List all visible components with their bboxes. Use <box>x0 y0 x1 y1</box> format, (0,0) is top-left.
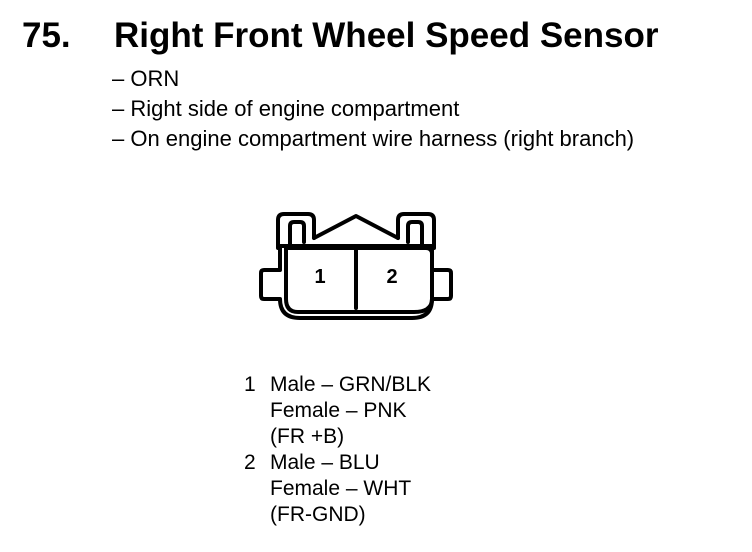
pin-2-label: 2 <box>386 266 397 288</box>
pin-2-female-wire: Female – WHT <box>270 477 412 500</box>
right-lock-tab-inner <box>406 220 424 250</box>
right-lock-tab <box>396 212 436 250</box>
pin-1-assignment: 1 Male – GRN/BLK Female – PNK (FR +B) <box>244 372 431 450</box>
harness-location: – On engine compartment wire harness (ri… <box>112 126 635 151</box>
pin-2-number: 2 <box>244 451 256 474</box>
pin-1-function: (FR +B) <box>270 425 345 448</box>
pin-assignment-list: 1 Male – GRN/BLK Female – PNK (FR +B) 2 … <box>244 372 431 528</box>
component-location: – Right side of engine compartment <box>112 96 460 121</box>
connector-color: – ORN <box>112 66 180 91</box>
pin-2-function: (FR-GND) <box>270 503 366 526</box>
pin-1-female-wire: Female – PNK <box>270 399 407 422</box>
pin-1-number: 1 <box>244 373 256 396</box>
pin-2-assignment: 2 Male – BLU Female – WHT (FR-GND) <box>244 450 431 528</box>
pin-1-male-wire: Male – GRN/BLK <box>270 373 432 396</box>
connector-cavity <box>284 246 434 314</box>
component-info-list: – ORN – Right side of engine compartment… <box>112 64 634 154</box>
key-ridge <box>312 214 400 240</box>
component-title: Right Front Wheel Speed Sensor <box>114 16 659 55</box>
connector-outline <box>259 244 453 320</box>
section-number: 75. <box>22 16 71 55</box>
pin-1-label: 1 <box>314 266 325 288</box>
pin-2-male-wire: Male – BLU <box>270 451 380 474</box>
left-lock-tab-inner <box>288 220 306 250</box>
connector-diagram: 1 2 <box>259 212 453 320</box>
left-lock-tab <box>276 212 316 250</box>
